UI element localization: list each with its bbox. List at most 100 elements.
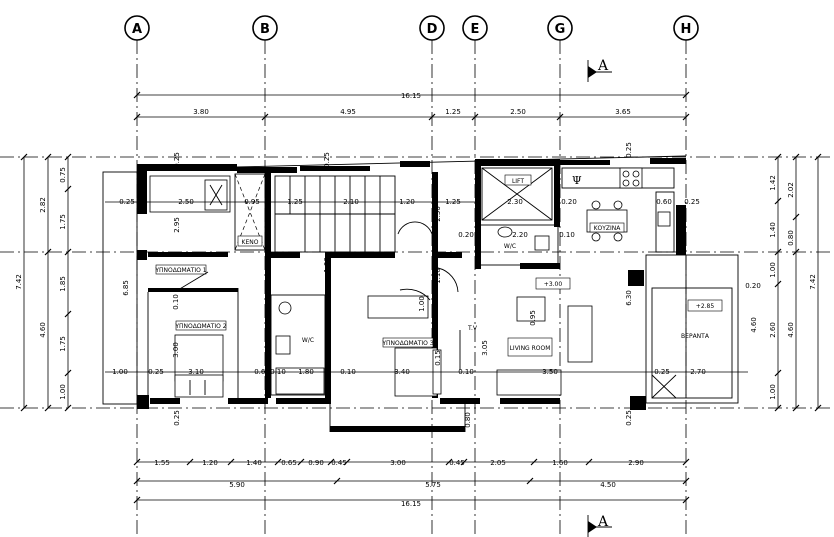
level-main: +3.00 bbox=[544, 281, 563, 288]
idim-34: 0.10 bbox=[458, 368, 474, 376]
dim-left-inner-5: 1.00 bbox=[59, 384, 67, 400]
idim-11: 0.60 bbox=[656, 198, 672, 206]
idim-16: 0.25 bbox=[625, 142, 633, 158]
axis-bubble-h: H bbox=[673, 15, 699, 41]
section-label-bottom: A bbox=[597, 514, 609, 530]
bedroom-3: ΥΠΝΟΔΩΜΑΤΙΟ 3 bbox=[367, 267, 459, 397]
section-marker-top: A bbox=[587, 58, 612, 82]
idim-28: 0.60 bbox=[254, 368, 270, 376]
dim-left-inner-3: 1.85 bbox=[59, 276, 67, 292]
idim-30: 1.80 bbox=[298, 368, 314, 376]
idim-19: 0.10 bbox=[559, 231, 575, 239]
idim-42: 0.25 bbox=[625, 410, 633, 426]
idim-20: 1.00 bbox=[323, 257, 331, 273]
idim-31: 0.10 bbox=[340, 368, 356, 376]
building-walls bbox=[102, 155, 739, 432]
dim-right-inner-4: 2.60 bbox=[769, 322, 777, 338]
right-dimensions: 1.42 1.40 1.00 2.60 1.00 2.02 0.80 4.60 … bbox=[769, 153, 822, 412]
room-label-bedroom-1: ΥΠΝΟΔΩΜΑΤΙΟ 1 bbox=[154, 267, 206, 274]
veranda: +2.85 ΒΕΡΑΝΤΑ bbox=[651, 299, 723, 399]
idim-41: 0.25 bbox=[173, 410, 181, 426]
room-label-wc-middle: W/C bbox=[302, 337, 314, 344]
dim-left-lower: 4.60 bbox=[39, 322, 47, 338]
dim-bottom-7: 3.00 bbox=[390, 459, 406, 467]
dim-bottom-2: 1.20 bbox=[202, 459, 218, 467]
dim-top-seg-2: 4.95 bbox=[340, 108, 356, 116]
idim-39: 0.25 bbox=[654, 368, 670, 376]
dim-right-extra-3: 4.60 bbox=[750, 317, 758, 333]
idim-40: 2.70 bbox=[690, 368, 706, 376]
idim-33: 0.15 bbox=[434, 350, 442, 366]
axis-bubble-a: A bbox=[124, 15, 150, 41]
dim-top-seg-1: 3.80 bbox=[193, 108, 209, 116]
axis-label-b: B bbox=[260, 22, 270, 37]
section-marker-bottom: A bbox=[587, 514, 612, 537]
level-veranda: +2.85 bbox=[696, 303, 715, 310]
idim-14: 2.95 bbox=[173, 217, 181, 233]
dim-right-extra-2: 0.20 bbox=[745, 282, 761, 290]
idim-37: 6.30 bbox=[625, 290, 633, 306]
idim-8: 1.25 bbox=[445, 198, 461, 206]
room-label-bedroom-3: ΥΠΝΟΔΩΜΑΤΙΟ 3 bbox=[381, 340, 433, 347]
idim-25: 3.10 bbox=[188, 368, 204, 376]
idim-15: 0.25 bbox=[323, 152, 331, 168]
dim-left-inner-1: 0.75 bbox=[59, 167, 67, 183]
lift-shaft: LIFT bbox=[481, 167, 553, 221]
axis-label-g: G bbox=[555, 22, 566, 37]
idim-7: 2.50 bbox=[434, 206, 442, 222]
room-label-bedroom-2: ΥΠΝΟΔΩΜΑΤΙΟ 2 bbox=[174, 323, 226, 330]
room-label-veranda: ΒΕΡΑΝΤΑ bbox=[681, 333, 710, 340]
top-dimensions: 16.15 3.80 4.95 1.25 2.50 3.65 bbox=[133, 91, 690, 121]
dim-bottom-3: 1.40 bbox=[246, 459, 262, 467]
bedroom-1: ΥΠΝΟΔΩΜΑΤΙΟ 1 bbox=[154, 264, 209, 291]
dim-right-lower: 4.60 bbox=[787, 322, 795, 338]
idim-35: 3.05 bbox=[481, 340, 489, 356]
dim-left-inner-2: 1.75 bbox=[59, 214, 67, 230]
dim-top-seg-4: 2.50 bbox=[510, 108, 526, 116]
room-label-tv: T.V bbox=[467, 325, 478, 332]
svg-text:Ψ: Ψ bbox=[572, 174, 582, 187]
idim-3: 0.95 bbox=[244, 198, 260, 206]
axis-label-a: A bbox=[132, 22, 142, 37]
dim-bottom-9: 2.05 bbox=[490, 459, 506, 467]
idim-10: 0.20 bbox=[561, 198, 577, 206]
axis-label-d: D bbox=[427, 22, 438, 37]
dim-left-inner-4: 1.75 bbox=[59, 336, 67, 352]
axis-bubble-d: D bbox=[419, 15, 445, 41]
dim-right-inner-3: 1.00 bbox=[769, 262, 777, 278]
idim-4: 1.25 bbox=[287, 198, 303, 206]
bedroom-2: ΥΠΝΟΔΩΜΑΤΙΟ 2 bbox=[174, 320, 227, 398]
dim-bottom-1: 1.55 bbox=[154, 459, 170, 467]
dim-top-total: 16.15 bbox=[401, 92, 421, 100]
idim-5: 2.10 bbox=[343, 198, 359, 206]
dim-bottom-8: 0.45 bbox=[449, 459, 465, 467]
wc-top: W/C bbox=[477, 224, 559, 266]
idim-32: 3.40 bbox=[394, 368, 410, 376]
dim-right-outer: 7.42 bbox=[809, 274, 817, 290]
room-label-void: ΚΕΝΟ bbox=[242, 239, 259, 246]
dim-left-upper: 2.82 bbox=[39, 197, 47, 213]
dim-right-inner-2: 1.40 bbox=[769, 222, 777, 238]
idim-6: 1.20 bbox=[399, 198, 415, 206]
dim-top-seg-5: 3.65 bbox=[615, 108, 631, 116]
dim-bottom-6: 0.45 bbox=[331, 459, 347, 467]
idim-24: 3.00 bbox=[172, 342, 180, 358]
idim-22: 1.00 bbox=[418, 296, 426, 312]
room-label-living: LIVING ROOM bbox=[510, 345, 551, 352]
section-label-top: A bbox=[597, 58, 609, 74]
dim-left-stair-depth: 6.85 bbox=[122, 280, 130, 296]
idim-18: 2.20 bbox=[512, 231, 528, 239]
dim-right-inner-1: 1.42 bbox=[769, 175, 777, 191]
dim-bottom-row2-2: 5.75 bbox=[425, 481, 441, 489]
axis-bubble-e: E bbox=[462, 15, 488, 41]
idim-26: 0.25 bbox=[148, 368, 164, 376]
idim-43: 0.80 bbox=[464, 412, 472, 428]
idim-21: 1.10 bbox=[434, 268, 442, 284]
left-dimensions: 7.42 2.82 4.60 0.75 1.75 1.85 1.75 1.00 … bbox=[15, 153, 130, 412]
idim-23: 0.10 bbox=[172, 294, 180, 310]
dim-bottom-11: 2.90 bbox=[628, 459, 644, 467]
axis-bubbles: A B D E G H bbox=[124, 15, 699, 41]
dim-bottom-total: 16.15 bbox=[401, 500, 421, 508]
dim-bottom-4: 0.65 bbox=[281, 459, 297, 467]
